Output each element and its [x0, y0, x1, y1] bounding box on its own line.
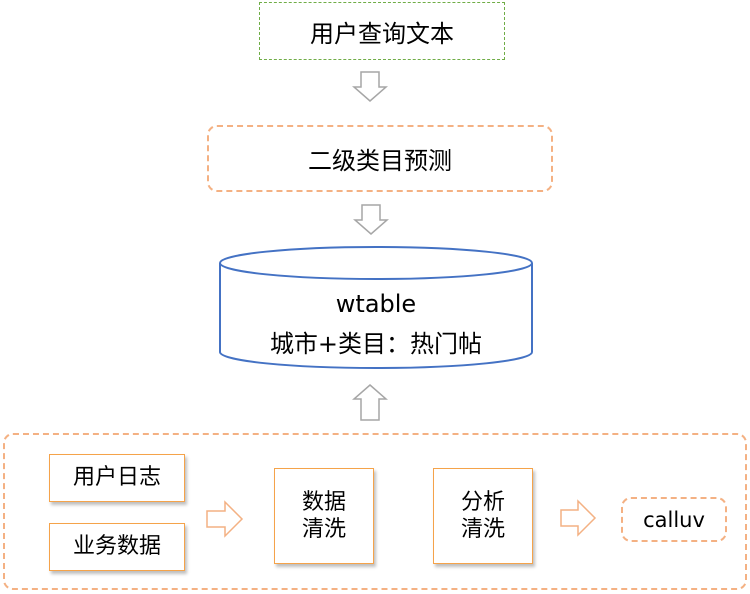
- wtable-title: wtable: [335, 290, 417, 318]
- calluv-box: calluv: [621, 497, 727, 542]
- user-log-label: 用户日志: [72, 465, 161, 491]
- query-text-box: 用户查询文本: [259, 2, 505, 60]
- analysis-clean-note: 分析 清洗: [433, 468, 533, 564]
- category-predict-box: 二级类目预测: [207, 125, 553, 192]
- data-clean-label: 数据 清洗: [301, 489, 346, 543]
- calluv-label: calluv: [643, 507, 705, 532]
- business-data-label: 业务数据: [72, 534, 161, 560]
- data-clean-note: 数据 清洗: [274, 468, 374, 564]
- category-predict-label: 二级类目预测: [308, 147, 452, 175]
- user-log-note: 用户日志: [49, 454, 185, 502]
- data-pipeline-group: [3, 433, 747, 590]
- query-text-label: 用户查询文本: [310, 19, 454, 48]
- business-data-note: 业务数据: [49, 523, 185, 571]
- wtable-subtitle: 城市+类目：热门帖: [269, 330, 483, 358]
- analysis-clean-label: 分析 清洗: [460, 489, 505, 543]
